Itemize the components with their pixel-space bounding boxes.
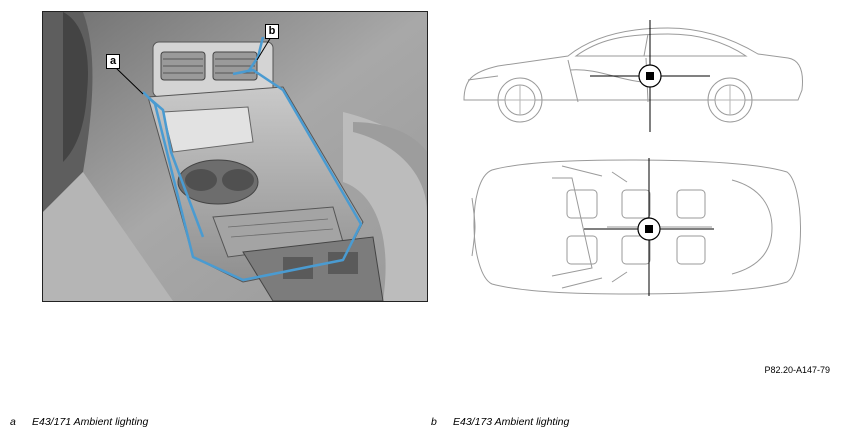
legend-text: E43/173 Ambient lighting [453,416,570,428]
reference-code: P82.20-A147-79 [764,365,830,375]
callout-a: a [106,54,120,69]
legend-item-b: b E43/173 Ambient lighting [431,416,569,428]
interior-photo: a b [42,11,428,302]
callout-b: b [265,24,279,39]
legend-key: a [10,416,16,428]
legend-item-a: a E43/171 Ambient lighting [10,416,148,428]
vehicle-top-view [471,158,801,296]
location-marker-top [584,158,714,296]
ambient-lighting-path [142,36,363,282]
legend-text: E43/171 Ambient lighting [32,416,149,428]
vehicle-side-view [463,20,803,132]
legend-key: b [431,416,437,428]
center-console-illustration [43,12,427,301]
location-marker-side [590,20,710,132]
